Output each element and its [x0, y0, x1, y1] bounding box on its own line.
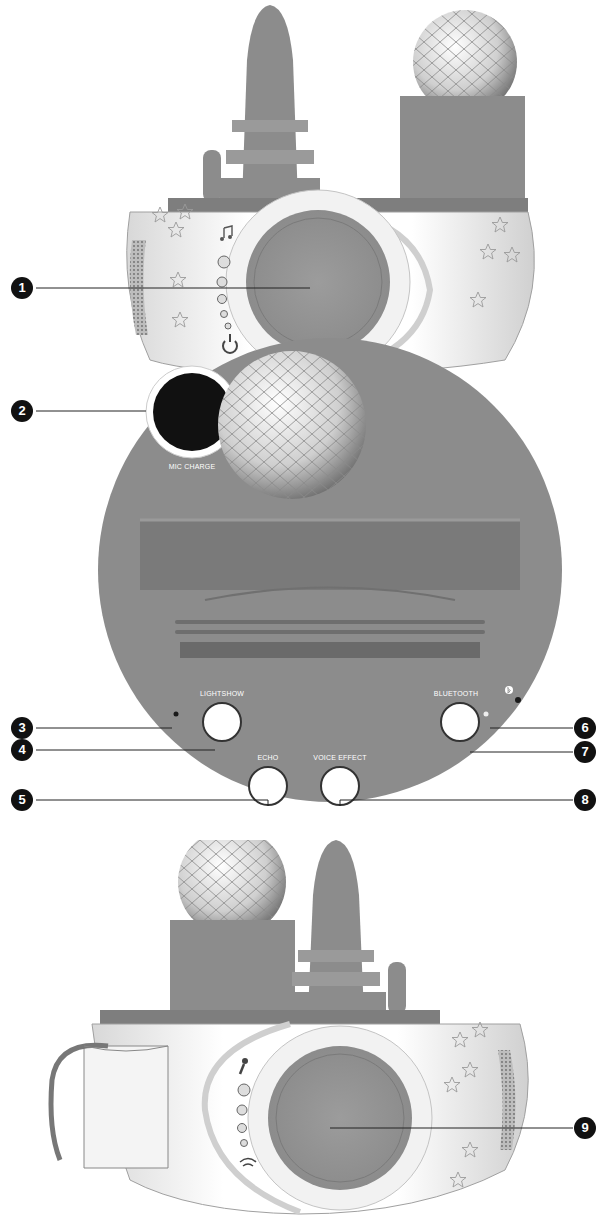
side-view-right: [51, 828, 573, 1214]
side-view-left: [36, 5, 534, 374]
callout-number: 9: [574, 1117, 596, 1139]
port-label: MIC CHARGE: [169, 463, 216, 470]
callout-number: 3: [11, 717, 33, 739]
top-view: [36, 338, 573, 806]
button-label: BLUETOOTH: [434, 690, 478, 697]
callout-number: 2: [11, 400, 33, 422]
callout-number: 7: [574, 741, 596, 763]
button-label: VOICE EFFECT: [313, 754, 366, 761]
callout-number: 5: [11, 789, 33, 811]
button-label: LIGHTSHOW: [200, 690, 244, 697]
callout-number: 6: [574, 717, 596, 739]
callout-number: 8: [574, 789, 596, 811]
leader-line: [36, 411, 146, 412]
callout-number: 4: [11, 739, 33, 761]
callout-number: 1: [11, 277, 33, 299]
button-label: ECHO: [257, 754, 278, 761]
